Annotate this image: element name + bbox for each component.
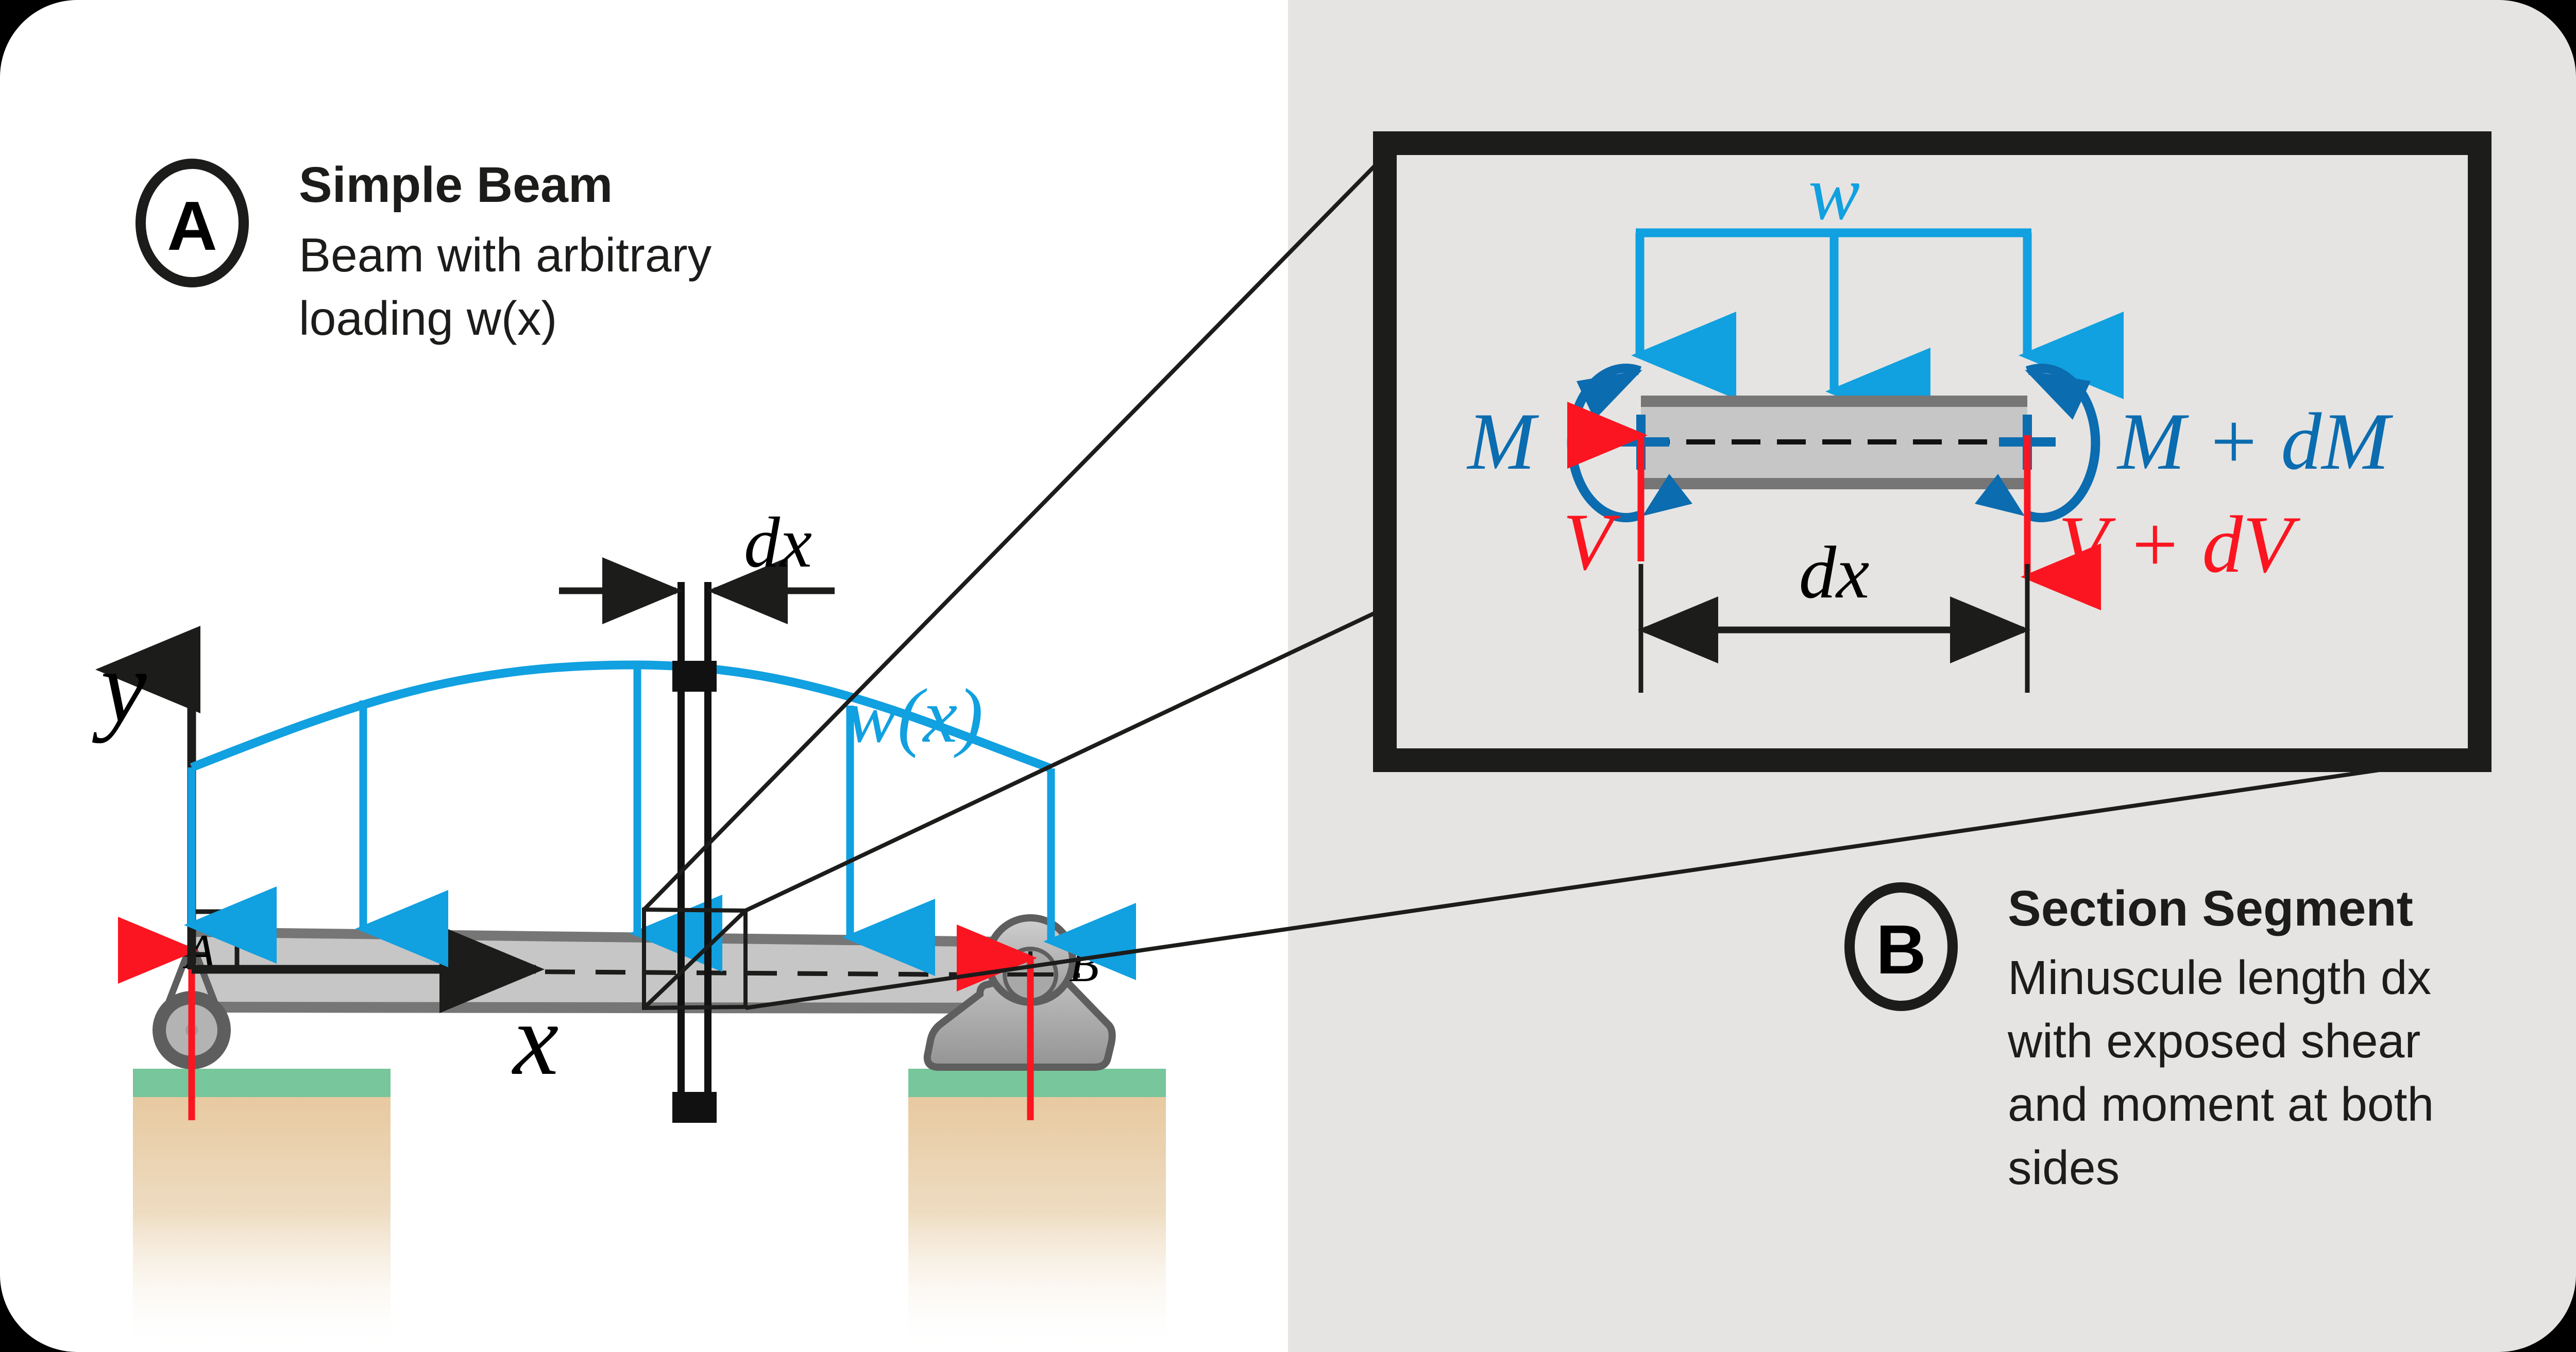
segment-bottom-flange xyxy=(1641,478,2027,489)
segment-top-flange xyxy=(1641,396,2027,407)
badge-b-label: B xyxy=(1876,911,1926,988)
panel-b-description-line-4: sides xyxy=(2008,1141,2120,1194)
grass-left xyxy=(133,1069,391,1097)
distributed-load-wx: w(x) xyxy=(184,660,1136,980)
panel-b-title: Section Segment xyxy=(2008,880,2413,936)
moment-right-arrowhead-top xyxy=(2025,370,2091,420)
detail-load-label-w: w xyxy=(1808,150,1860,236)
detail-connectors xyxy=(642,153,2468,1010)
x-axis-label: x xyxy=(512,983,559,1097)
panel-b-header: B Section Segment Minuscule length dx wi… xyxy=(1844,880,2434,1194)
ground-left xyxy=(133,1069,391,1352)
support-b-label: B xyxy=(1069,937,1099,992)
beam-bottom-flange xyxy=(192,1002,1054,1014)
load-curve xyxy=(190,660,1053,773)
detail-box: w M xyxy=(1373,131,2492,772)
detail-dx-dimension: dx xyxy=(1638,532,2030,693)
shear-left-label: V xyxy=(1563,497,1620,587)
panel-b-description-line-2: with exposed shear xyxy=(2007,1014,2420,1068)
panel-b-description-line-3: and moment at both xyxy=(2008,1077,2434,1131)
moment-right-label: M + dM xyxy=(2116,397,2393,487)
connector-bottom xyxy=(745,755,2468,1010)
connector-middle xyxy=(744,606,1387,913)
moment-left-label: M xyxy=(1466,397,1539,487)
panel-b-description-line-1: Minuscule length dx xyxy=(2008,951,2431,1004)
moment-left-arrowhead-bottom xyxy=(1642,474,1692,516)
panel-a-description-line-2: loading w(x) xyxy=(299,292,557,345)
detail-moment-right: M + dM xyxy=(1975,364,2393,522)
soil-right xyxy=(908,1097,1166,1352)
soil-left xyxy=(133,1097,391,1352)
badge-b-circle xyxy=(1844,882,1958,1011)
connector-top xyxy=(642,153,1387,911)
load-label-wx: w(x) xyxy=(846,673,984,759)
detail-moment-left: M xyxy=(1466,364,1692,522)
y-axis-label: y xyxy=(92,630,147,744)
callout-box-diagonal xyxy=(642,909,747,1009)
dx-label-panel-b: dx xyxy=(1799,532,1870,614)
badge-a-label: A xyxy=(167,187,217,265)
badge-a-circle xyxy=(135,159,249,287)
ground-right xyxy=(908,1069,1166,1352)
detail-shear-left: V xyxy=(1563,402,1648,587)
detail-distributed-load: w xyxy=(1631,150,2124,435)
panel-a-description-line-1: Beam with arbitrary xyxy=(299,228,712,282)
detail-segment-body xyxy=(1641,396,2027,489)
moment-right-arrowhead-bottom xyxy=(1975,474,2025,516)
moment-right-arc xyxy=(2025,364,2100,522)
panel-a-header: A Simple Beam Beam with arbitrary loadin… xyxy=(135,157,712,345)
detail-shear-right: V + dV xyxy=(2021,435,2300,610)
grass-right xyxy=(908,1069,1166,1097)
dx-label-panel-a: dx xyxy=(744,503,812,583)
shear-right-label: V + dV xyxy=(2058,500,2300,590)
panel-a-title: Simple Beam xyxy=(299,157,613,213)
